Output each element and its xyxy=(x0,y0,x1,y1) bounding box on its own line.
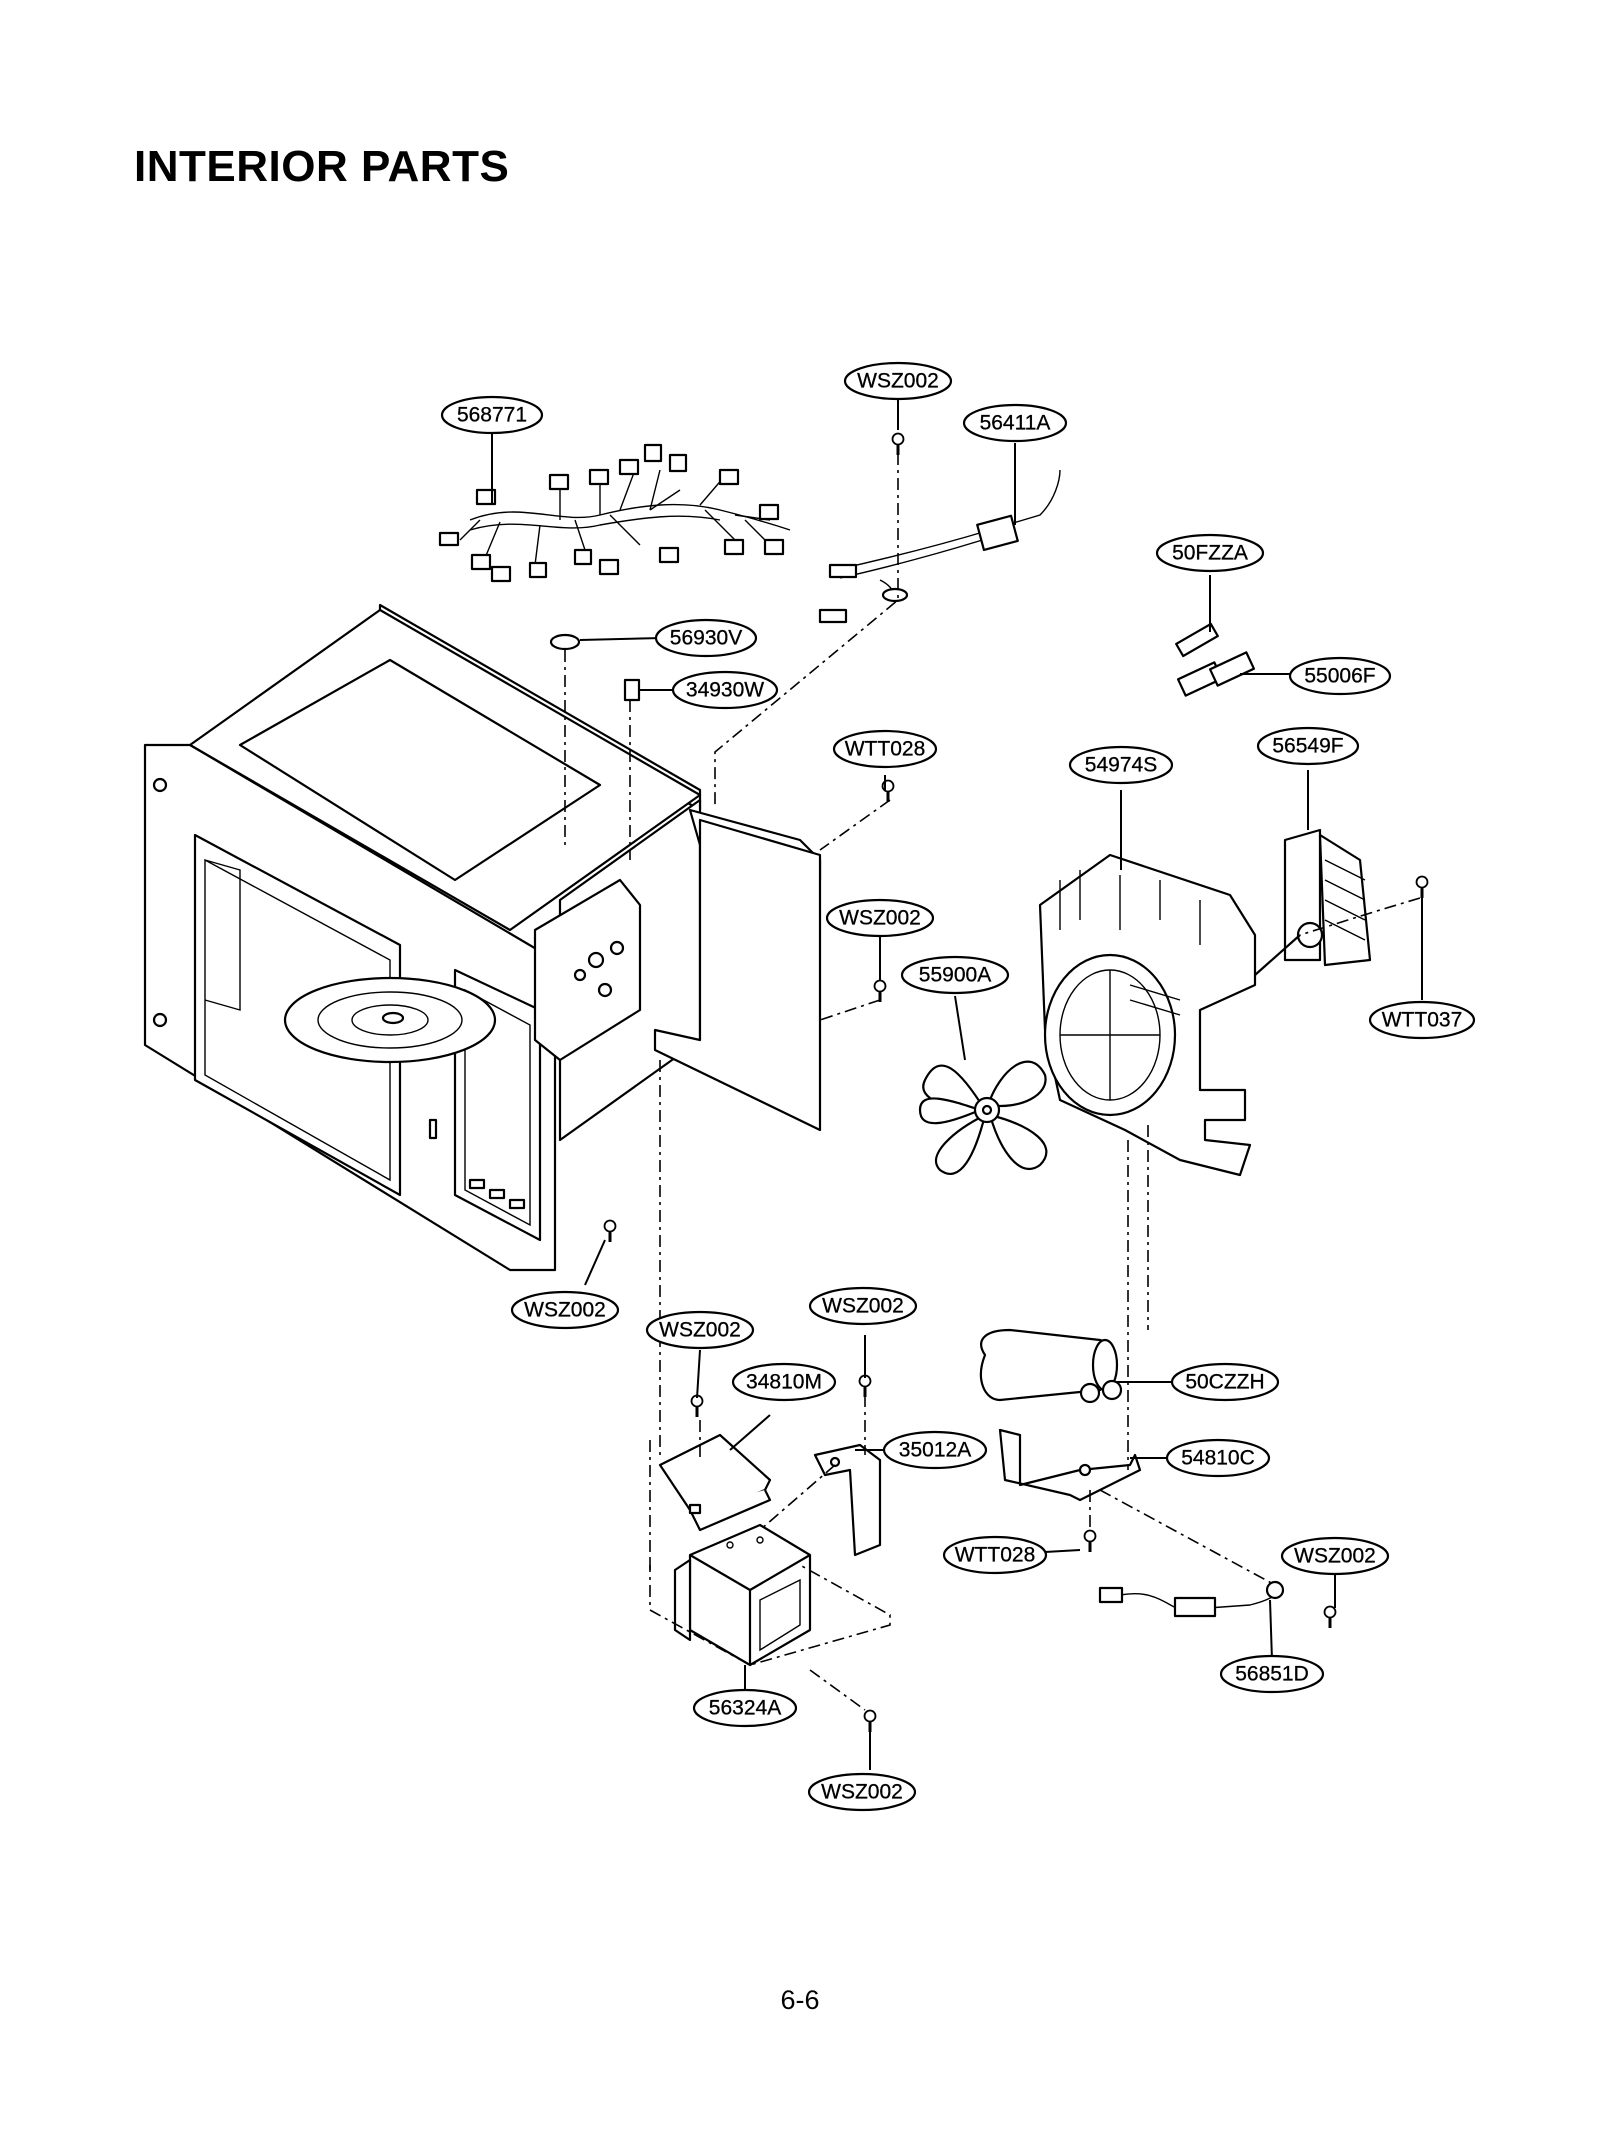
screw-icon xyxy=(1415,875,1429,900)
callout-wsz002: WSZ002 xyxy=(808,1286,918,1326)
hv-capacitor xyxy=(980,1328,1190,1404)
svg-text:WTT028: WTT028 xyxy=(845,738,926,761)
screw-icon xyxy=(863,1709,877,1734)
callout-wsz002: WSZ002 xyxy=(825,898,935,938)
callout-wtt028: WTT028 xyxy=(832,729,938,769)
svg-text:WSZ002: WSZ002 xyxy=(821,1781,903,1804)
fan-motor xyxy=(1254,770,1372,976)
svg-text:WSZ002: WSZ002 xyxy=(1294,1545,1376,1568)
lead-wire-assembly xyxy=(818,443,1061,624)
svg-text:56411A: 56411A xyxy=(980,412,1051,435)
assembly-guide-lines xyxy=(564,453,1421,1711)
screw-icon xyxy=(690,1394,704,1419)
svg-text:56851D: 56851D xyxy=(1235,1663,1309,1686)
svg-text:50FZZA: 50FZZA xyxy=(1172,542,1248,565)
callout-35012a: 35012A xyxy=(882,1430,988,1470)
svg-text:56930V: 56930V xyxy=(670,627,742,650)
svg-text:WTT037: WTT037 xyxy=(1382,1009,1463,1032)
callout-34930w: 34930W xyxy=(671,670,779,710)
callout-wtt037: WTT037 xyxy=(1368,1000,1476,1040)
svg-text:WSZ002: WSZ002 xyxy=(857,370,939,393)
fuse-and-holder xyxy=(1175,575,1290,697)
svg-text:34810M: 34810M xyxy=(746,1371,822,1394)
svg-text:35012A: 35012A xyxy=(899,1439,971,1462)
callout-wsz002: WSZ002 xyxy=(807,1772,917,1812)
micro-switch xyxy=(623,678,675,702)
screw-icon xyxy=(873,979,887,1004)
screw-icon xyxy=(858,1374,872,1399)
thermostat xyxy=(549,633,663,651)
page-number: 6-6 xyxy=(780,1985,820,2015)
svg-text:56324A: 56324A xyxy=(709,1697,781,1720)
svg-text:50CZZH: 50CZZH xyxy=(1185,1371,1264,1394)
svg-text:54974S: 54974S xyxy=(1085,754,1157,777)
magnetron xyxy=(649,1523,891,1690)
callout-568771: 568771 xyxy=(440,395,544,435)
callout-wtt028: WTT028 xyxy=(942,1535,1048,1575)
callout-50czzh: 50CZZH xyxy=(1170,1362,1280,1402)
screw-icon xyxy=(1323,1605,1337,1630)
hv-diode xyxy=(1098,1580,1285,1661)
fan-duct-bracket xyxy=(1038,790,1257,1177)
duct-bracket xyxy=(658,1414,772,1532)
callout-56324a: 56324A xyxy=(692,1688,798,1728)
fan-blade xyxy=(918,995,1048,1175)
callout-54810c: 54810C xyxy=(1165,1438,1271,1478)
svg-text:54810C: 54810C xyxy=(1181,1447,1255,1470)
callout-wsz002: WSZ002 xyxy=(843,361,953,401)
callout-34810m: 34810M xyxy=(731,1362,837,1402)
svg-text:55900A: 55900A xyxy=(919,964,991,987)
callout-56411a: 56411A xyxy=(962,403,1068,443)
callout-56851d: 56851D xyxy=(1219,1654,1325,1694)
svg-text:34930W: 34930W xyxy=(686,679,764,702)
svg-text:568771: 568771 xyxy=(457,404,527,427)
callout-wsz002: WSZ002 xyxy=(510,1290,620,1330)
callout-50fzza: 50FZZA xyxy=(1155,533,1265,573)
capacitor-bracket xyxy=(998,1428,1170,1502)
callout-56549f: 56549F xyxy=(1256,726,1360,766)
leader-lines xyxy=(584,397,1423,1770)
callout-54974s: 54974S xyxy=(1068,745,1174,785)
svg-text:WTT028: WTT028 xyxy=(955,1544,1036,1567)
oven-cavity xyxy=(143,603,822,1272)
screw-icon xyxy=(1083,1529,1097,1554)
page-title: INTERIOR PARTS xyxy=(134,142,510,191)
svg-text:WSZ002: WSZ002 xyxy=(839,907,921,930)
magnetron-bracket xyxy=(813,1443,885,1557)
callout-56930v: 56930V xyxy=(654,618,758,658)
svg-text:WSZ002: WSZ002 xyxy=(822,1295,904,1318)
svg-text:WSZ002: WSZ002 xyxy=(659,1319,741,1342)
svg-text:55006F: 55006F xyxy=(1304,665,1375,688)
screw-icon xyxy=(891,432,905,457)
callout-55006f: 55006F xyxy=(1288,656,1392,696)
screw-icon xyxy=(603,1219,617,1244)
callout-wsz002: WSZ002 xyxy=(1280,1536,1390,1576)
svg-text:WSZ002: WSZ002 xyxy=(524,1299,606,1322)
wire-harness xyxy=(438,432,791,583)
callout-wsz002: WSZ002 xyxy=(645,1310,755,1350)
svg-text:56549F: 56549F xyxy=(1272,735,1343,758)
callout-55900a: 55900A xyxy=(900,955,1010,995)
